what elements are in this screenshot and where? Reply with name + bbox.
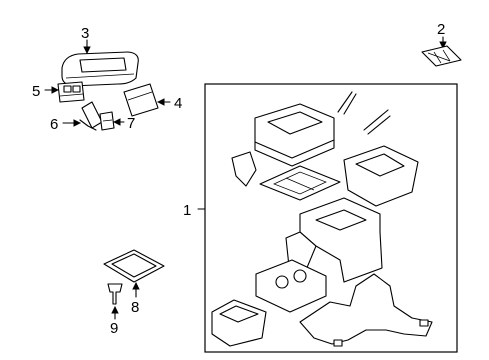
- part-1-console-assembly: [211, 91, 433, 347]
- callout-7: 7: [127, 115, 135, 132]
- part-9-pin: [107, 283, 123, 305]
- callout-8: 8: [131, 299, 139, 316]
- callout-5: 5: [32, 83, 40, 100]
- assembly-frame: [204, 83, 458, 353]
- callout-2: 2: [437, 21, 445, 38]
- part-2-bracket: [421, 45, 462, 67]
- callout-6: 6: [50, 116, 58, 133]
- callout-9: 9: [110, 320, 118, 337]
- callout-labels: 1 2 3 4 5 6 7 8 9: [32, 21, 445, 337]
- part-7-clip: [99, 111, 115, 131]
- callout-3: 3: [81, 25, 89, 42]
- callout-4: 4: [174, 95, 182, 112]
- leader-lines: [44, 36, 447, 320]
- part-4-pad: [123, 83, 159, 117]
- part-3-armrest-lid: [61, 51, 139, 87]
- part-5-latch: [57, 81, 85, 103]
- callout-1: 1: [183, 202, 191, 219]
- part-8-tray: [103, 249, 165, 283]
- part-6-bracket: [79, 101, 103, 131]
